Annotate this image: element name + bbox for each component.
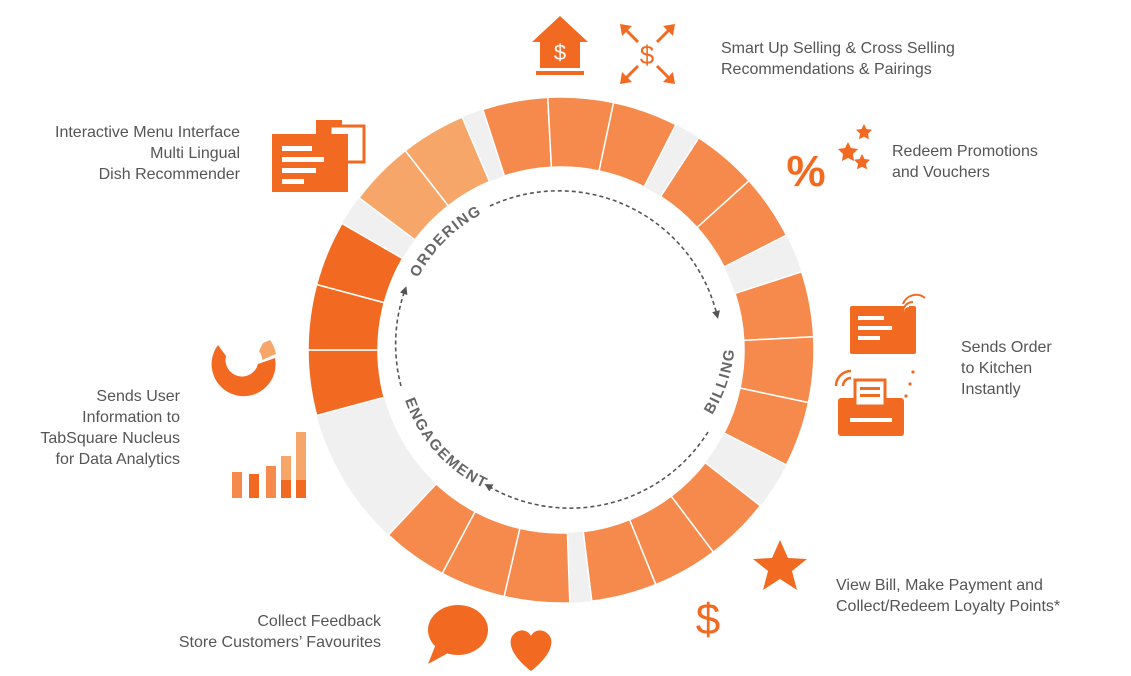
- ring-segment: [723, 387, 810, 466]
- arrow-ordering-to-billing: [489, 190, 720, 319]
- ring-segment: [582, 518, 657, 602]
- promo-line2: and Vouchers: [892, 164, 990, 181]
- house-dollar-icon: $: [532, 16, 588, 75]
- menu-windows-icon: [272, 120, 366, 192]
- analytics-line2: Information to: [82, 409, 180, 426]
- promo-line1: Redeem Promotions: [892, 143, 1038, 160]
- analytics-line4: for Data Analytics: [55, 451, 181, 468]
- svg-text:$: $: [640, 40, 655, 70]
- expand-dollar-icon: $: [620, 24, 675, 84]
- upsell-line1: Smart Up Selling & Cross Selling: [721, 40, 955, 57]
- heart-icon: [510, 630, 552, 671]
- ring-segment: [315, 222, 404, 304]
- wireless-order-icon: [850, 293, 926, 354]
- arrow-engagement-to-ordering: [394, 286, 408, 387]
- upsell-label: Smart Up Selling & Cross Selling Recomme…: [721, 38, 955, 80]
- donut-chart-icon: [211, 340, 276, 397]
- ring-segment: [695, 179, 788, 268]
- speech-bubble-icon: [428, 605, 488, 664]
- bar-chart-icon: [232, 432, 306, 498]
- ring-segment: [387, 482, 477, 575]
- payment-label: View Bill, Make Payment and Collect/Rede…: [836, 575, 1060, 617]
- percent-stars-icon: %: [786, 124, 872, 196]
- svg-text:%: %: [786, 147, 825, 196]
- menu-label: Interactive Menu Interface Multi Lingual…: [55, 122, 240, 185]
- kitchen-line3: Instantly: [961, 381, 1021, 398]
- ring-segment: [404, 116, 491, 207]
- dollar-icon: $: [696, 595, 720, 644]
- menu-line1: Interactive Menu Interface: [55, 124, 240, 141]
- feedback-line1: Collect Feedback: [257, 613, 381, 630]
- payment-line1: View Bill, Make Payment and: [836, 577, 1043, 594]
- analytics-line1: Sends User: [96, 388, 180, 405]
- analytics-line3: TabSquare Nucleus: [40, 430, 180, 447]
- kitchen-printer-icon: [834, 369, 915, 436]
- menu-line2: Multi Lingual: [150, 145, 240, 162]
- star-icon: [753, 540, 807, 590]
- svg-text:$: $: [696, 595, 720, 644]
- feedback-label: Collect Feedback Store Customers’ Favour…: [179, 611, 381, 653]
- ring-segment: [598, 101, 677, 188]
- menu-line3: Dish Recommender: [98, 166, 240, 183]
- kitchen-line2: to Kitchen: [961, 360, 1033, 377]
- kitchen-label: Sends Order to Kitchen Instantly: [961, 337, 1052, 400]
- analytics-label: Sends User Information to TabSquare Nucl…: [40, 386, 180, 470]
- phase-billing-label: BILLING: [701, 347, 739, 417]
- promo-label: Redeem Promotions and Vouchers: [892, 141, 1038, 183]
- ring-segments: [307, 96, 815, 604]
- kitchen-line1: Sends Order: [961, 339, 1052, 356]
- svg-text:$: $: [554, 40, 566, 65]
- feedback-line2: Store Customers’ Favourites: [178, 634, 381, 651]
- payment-line2: Collect/Redeem Loyalty Points*: [836, 598, 1061, 615]
- upsell-line2: Recommendations & Pairings: [721, 61, 932, 78]
